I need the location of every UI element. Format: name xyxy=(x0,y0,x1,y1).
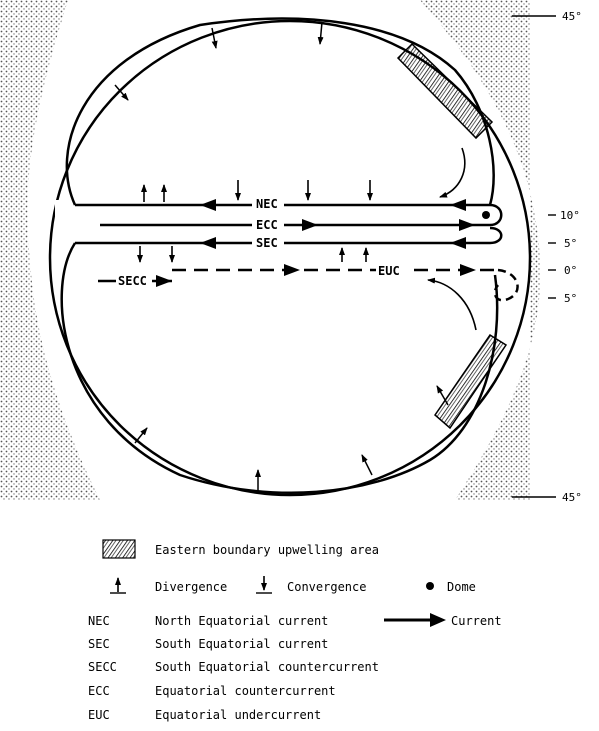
legend-upwelling-swatch xyxy=(102,539,136,559)
upwelling-area-north xyxy=(396,42,494,140)
legend-divergence-text: Divergence xyxy=(155,580,227,594)
secc-arrowhead xyxy=(156,275,172,287)
lat-45n-label: 45° xyxy=(562,10,582,23)
ecc-arrowhead-mid xyxy=(302,219,318,231)
legend-convergence-text: Convergence xyxy=(287,580,366,594)
southern-gyre-boundary xyxy=(60,242,499,495)
legend-code-nec: NEC xyxy=(88,614,110,628)
legend-dome-text: Dome xyxy=(447,580,476,594)
nec-label: NEC xyxy=(256,197,278,211)
dome-dot xyxy=(482,211,490,219)
euc-label: EUC xyxy=(378,264,400,278)
ecc-arrowhead-east xyxy=(459,219,475,231)
convergence-arrows xyxy=(235,180,373,262)
upwelling-area-south xyxy=(434,333,508,430)
euc-arrowhead-1 xyxy=(284,264,300,276)
euc-arrowhead-2 xyxy=(460,264,476,276)
sec-arrowhead-east xyxy=(450,237,466,249)
sec-arrowhead-west xyxy=(200,237,216,249)
east-coastline xyxy=(420,0,541,500)
ecc-sec-east-loop xyxy=(489,226,503,245)
ocean-basin xyxy=(48,19,532,497)
euc-east-loop xyxy=(493,268,519,302)
legend-code-euc: EUC xyxy=(88,708,110,722)
nec-ecc-east-loop xyxy=(489,203,503,227)
legend-code-ecc: ECC xyxy=(88,684,110,698)
legend-desc-sec: South Equatorial current xyxy=(155,637,328,651)
nec-arrowhead-west xyxy=(200,199,216,211)
lat-45s-label: 45° xyxy=(562,491,582,504)
legend-desc-secc: South Equatorial countercurrent xyxy=(155,660,379,674)
secc-label: SECC xyxy=(118,274,147,288)
legend-current-text: Current xyxy=(451,614,502,628)
lat-0-label: 0° xyxy=(564,264,577,277)
lat-5n-label: 5° xyxy=(564,237,577,250)
south-inflow-arrow xyxy=(427,277,477,331)
legend: Eastern boundary upwelling area Divergen… xyxy=(88,539,502,722)
lat-10n-label: 10° xyxy=(560,209,580,222)
legend-current-arrowhead xyxy=(430,613,446,627)
north-inflow-arrow xyxy=(439,147,466,198)
ecc-label: ECC xyxy=(256,218,278,232)
nec-arrowhead-east xyxy=(450,199,466,211)
legend-desc-nec: North Equatorial current xyxy=(155,614,328,628)
legend-dome-icon xyxy=(426,582,434,590)
divergence-arrows xyxy=(137,184,175,263)
west-coastline xyxy=(0,0,100,500)
legend-upwelling-text: Eastern boundary upwelling area xyxy=(155,543,379,557)
perimeter-arrows xyxy=(114,21,449,492)
lat-5s-label: 5° xyxy=(564,292,577,305)
legend-code-sec: SEC xyxy=(88,637,110,651)
legend-desc-euc: Equatorial undercurrent xyxy=(155,708,321,722)
legend-desc-ecc: Equatorial countercurrent xyxy=(155,684,336,698)
sec-label: SEC xyxy=(256,236,278,250)
legend-code-secc: SECC xyxy=(88,660,117,674)
